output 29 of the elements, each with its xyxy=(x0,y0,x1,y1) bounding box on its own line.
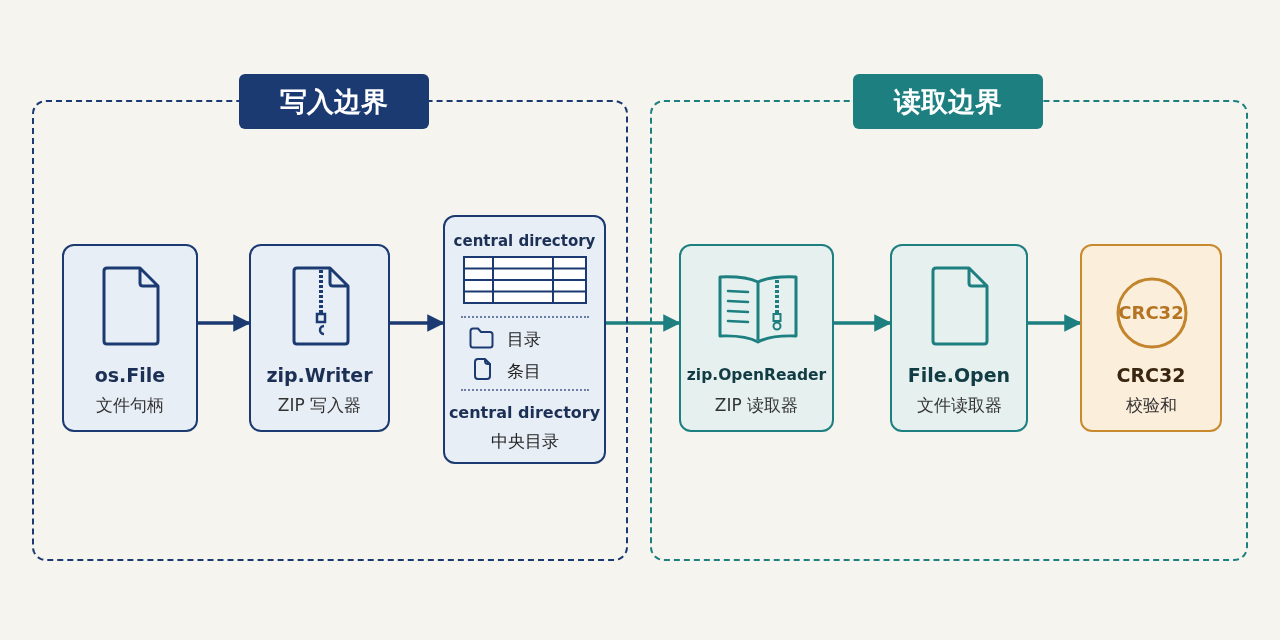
component-name: central directory xyxy=(453,231,596,252)
component-box xyxy=(890,244,1028,432)
component-name: zip.OpenReader xyxy=(686,365,827,386)
arrow xyxy=(198,314,251,332)
component-box xyxy=(679,244,834,432)
component-box xyxy=(1080,244,1222,432)
component-label: ZIP 写入器 xyxy=(277,394,362,416)
arrow xyxy=(834,314,892,332)
component-label: 文件句柄 xyxy=(96,394,164,416)
component-label: CRC32 xyxy=(1116,364,1186,386)
group-heading: 写入边界 xyxy=(239,74,429,129)
component-box xyxy=(443,215,606,464)
component-name: zip.Writer xyxy=(266,364,373,386)
component-label: 中央目录 xyxy=(490,430,559,452)
component-label: 目录 xyxy=(507,328,541,350)
arrow xyxy=(390,314,445,332)
component-box xyxy=(62,244,198,432)
component-label: central directory xyxy=(448,402,601,424)
component-name: File.Open xyxy=(907,364,1011,386)
component-label: 文件读取器 xyxy=(916,394,1002,416)
badge-text: CRC32 xyxy=(1118,302,1184,324)
component-label: 校验和 xyxy=(1125,394,1177,416)
component-label: ZIP 读取器 xyxy=(714,394,799,416)
component-name: os.File xyxy=(94,364,166,386)
arrow xyxy=(1028,314,1082,332)
arrow xyxy=(606,314,681,332)
component-box xyxy=(249,244,390,432)
component-label: 条目 xyxy=(507,360,541,382)
group-heading: 读取边界 xyxy=(853,74,1043,129)
